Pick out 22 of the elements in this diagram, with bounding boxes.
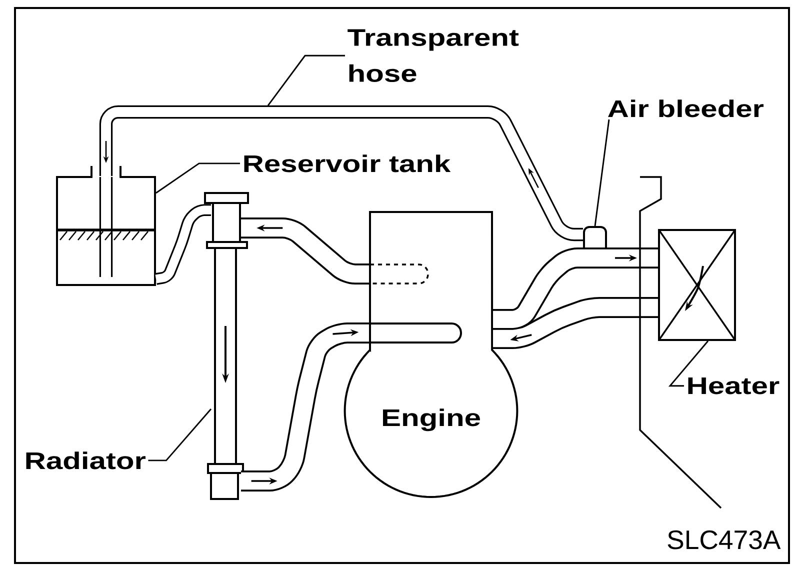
engine: Engine [344,211,518,498]
heater [658,229,736,341]
leader-line [267,54,345,106]
hose [493,247,658,330]
leader-line [156,162,240,194]
part-label: Radiator [26,452,146,470]
leader-line [148,408,212,462]
leader-line [594,119,610,226]
figure-code: SLC473A [668,530,781,550]
part-label: Air bleeder [608,100,764,118]
bleeder-fitting [583,226,607,248]
part-label: Reservoir tank [244,154,451,172]
tank [56,165,156,286]
hose [493,296,658,350]
part-label: Heater [688,377,780,394]
hose [241,217,369,285]
hose [241,322,369,492]
hose [99,105,583,242]
hose [155,204,211,285]
part-label: Transparent hose [348,29,519,82]
leader-line [668,340,709,387]
radiator [204,192,249,500]
